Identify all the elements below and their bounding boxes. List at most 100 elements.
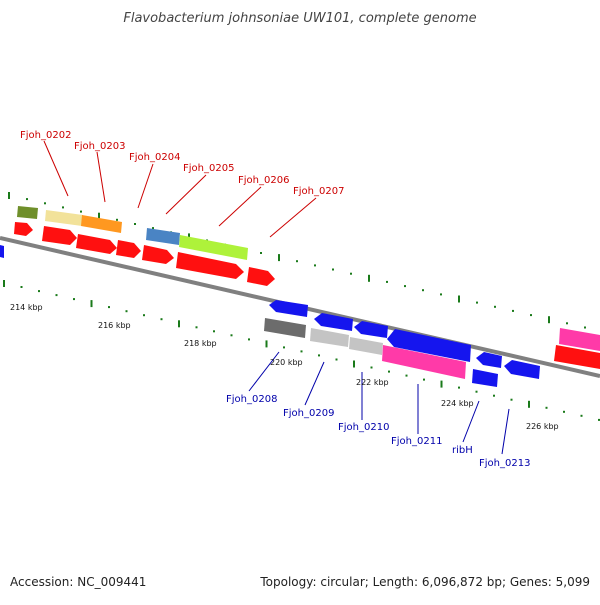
feature-olive[interactable] (17, 206, 38, 219)
gene-label[interactable]: ribH (452, 445, 473, 456)
feature-blue-arrow[interactable] (476, 352, 502, 368)
major-tick (278, 254, 280, 262)
minor-tick (512, 309, 514, 312)
genome-stats-text: Topology: circular; Length: 6,096,872 bp… (259, 575, 590, 589)
lower-tick-row (3, 280, 600, 421)
minor-tick (405, 374, 408, 377)
minor-tick (195, 326, 198, 329)
minor-tick (510, 398, 513, 401)
scale-label: 224 kbp (441, 399, 474, 408)
minor-tick (370, 366, 373, 369)
minor-tick (160, 318, 163, 321)
minor-tick (80, 210, 82, 213)
minor-tick (458, 386, 460, 389)
scale-label: 222 kbp (356, 378, 389, 387)
minor-tick (530, 314, 532, 317)
gene-label[interactable]: Fjoh_0207 (293, 186, 344, 197)
minor-tick (283, 346, 285, 349)
minor-tick (314, 264, 316, 267)
gene-label[interactable]: Fjoh_0203 (74, 141, 125, 152)
minor-tick (108, 306, 110, 309)
minor-tick (476, 301, 478, 304)
feature-khaki[interactable] (45, 210, 83, 226)
minor-tick (230, 334, 233, 337)
reverse-features (264, 300, 540, 387)
feature-blue-arrow[interactable] (504, 360, 540, 379)
major-tick (440, 380, 443, 388)
minor-tick (318, 354, 320, 357)
feature-gray-dark[interactable] (264, 318, 306, 338)
minor-tick (134, 223, 136, 225)
minor-tick (143, 314, 145, 317)
scale-labels: 214 kbp 216 kbp 218 kbp 220 kbp 222 kbp … (10, 303, 559, 431)
minor-tick (260, 252, 262, 254)
major-tick (265, 340, 268, 348)
minor-tick (332, 268, 334, 271)
scale-label: 214 kbp (10, 303, 43, 312)
minor-tick (388, 370, 390, 373)
feature-red-arrow[interactable] (42, 226, 77, 245)
minor-tick (545, 406, 548, 409)
major-tick (98, 212, 100, 220)
minor-tick (116, 218, 118, 221)
scale-label: 216 kbp (98, 321, 131, 330)
feature-gray-light[interactable] (310, 328, 349, 347)
gene-label[interactable]: Fjoh_0205 (183, 163, 234, 174)
minor-tick (248, 338, 250, 341)
gene-label[interactable]: Fjoh_0204 (129, 152, 180, 163)
reverse-label-leaders (248, 351, 510, 455)
feature-red-arrow[interactable] (142, 245, 174, 264)
minor-tick (475, 390, 478, 393)
gene-label[interactable]: Fjoh_0213 (479, 458, 530, 469)
scale-label: 226 kbp (526, 422, 559, 431)
feature-red-arrow[interactable] (14, 222, 33, 236)
gene-label[interactable]: Fjoh_0208 (226, 394, 277, 405)
feature-blue-arrow[interactable] (472, 369, 498, 387)
minor-tick (580, 414, 583, 417)
feature-orange[interactable] (81, 215, 122, 233)
gene-label[interactable]: Fjoh_0210 (338, 422, 389, 433)
minor-tick (300, 350, 303, 353)
scale-label: 218 kbp (184, 339, 217, 348)
major-tick (368, 274, 370, 282)
minor-tick (584, 326, 586, 329)
minor-tick (440, 293, 442, 296)
minor-tick (423, 378, 425, 381)
feature-blue-arrow[interactable] (354, 321, 388, 338)
major-tick (548, 316, 550, 324)
forward-features (0, 206, 600, 369)
minor-tick (73, 298, 75, 301)
feature-red-arrow[interactable] (554, 345, 600, 369)
feature-blue-arrow[interactable] (269, 300, 308, 317)
minor-tick (566, 322, 568, 325)
gene-label[interactable]: Fjoh_0211 (391, 436, 442, 447)
feature-pink[interactable] (382, 345, 466, 379)
minor-tick (62, 206, 64, 209)
minor-tick (563, 410, 565, 413)
gene-label[interactable]: Fjoh_0209 (283, 408, 334, 419)
feature-steelblue[interactable] (146, 228, 180, 245)
feature-red-arrow[interactable] (116, 240, 141, 258)
gene-label[interactable]: Fjoh_0202 (20, 130, 71, 141)
feature-blue-arrow[interactable] (387, 329, 471, 362)
scale-label: 220 kbp (270, 358, 303, 367)
minor-tick (152, 227, 154, 230)
minor-tick (386, 280, 388, 283)
accession-text: Accession: NC_009441 (10, 575, 146, 589)
feature-red-arrow[interactable] (76, 234, 117, 254)
feature-pink[interactable] (559, 328, 600, 351)
minor-tick (55, 294, 58, 297)
feature-red-arrow[interactable] (176, 252, 244, 279)
major-tick (458, 295, 460, 303)
feature-blue-arrow[interactable] (314, 313, 353, 331)
feature-red-arrow[interactable] (247, 267, 275, 286)
feature-lime[interactable] (179, 235, 248, 260)
minor-tick (125, 310, 128, 313)
feature-gray-light[interactable] (349, 337, 383, 355)
gene-label[interactable]: Fjoh_0206 (238, 175, 289, 186)
major-tick (3, 280, 5, 287)
minor-tick (493, 394, 495, 397)
feature-blue-arrow[interactable] (0, 245, 4, 258)
